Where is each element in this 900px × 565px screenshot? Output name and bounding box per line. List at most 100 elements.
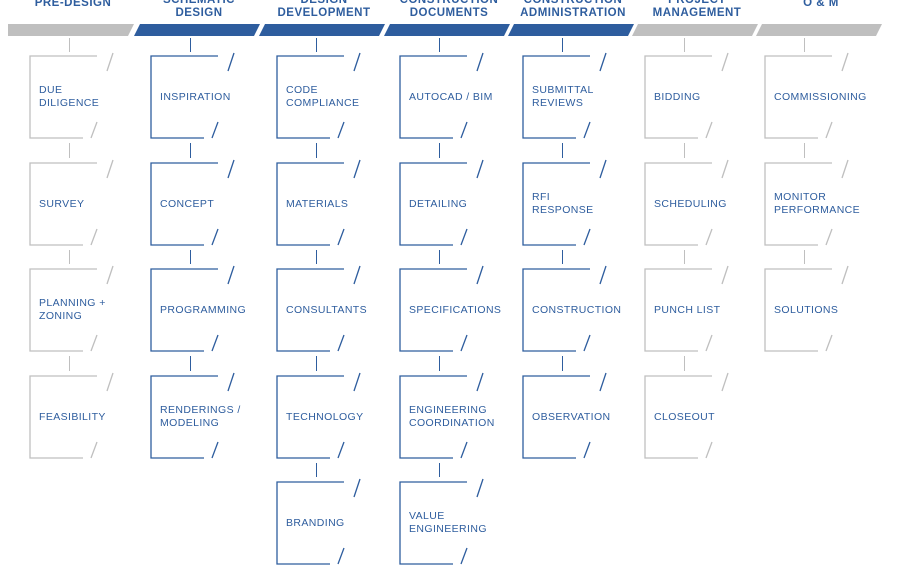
- task-label-line: BRANDING: [286, 516, 345, 529]
- connector-line: [562, 38, 564, 52]
- connector-line: [684, 356, 686, 371]
- task-label-line: SOLUTIONS: [774, 303, 839, 316]
- card-outline: [29, 372, 114, 459]
- phase-bar-segment-construction-documents: [384, 24, 510, 36]
- card-outline: [522, 52, 607, 139]
- connector-line: [316, 143, 318, 158]
- task-label: CONSTRUCTION: [532, 268, 621, 352]
- task-label-line: CODE: [286, 84, 318, 96]
- card-outline: [29, 159, 114, 246]
- card-outline: [399, 159, 484, 246]
- card-outline: [29, 265, 114, 352]
- task-label-line: ENGINEERING: [409, 523, 487, 535]
- connector-line: [69, 143, 71, 158]
- task-label-line: BIDDING: [654, 90, 701, 103]
- phase-bar-segment-schematic-design: [134, 24, 260, 36]
- task-card: SOLUTIONS: [764, 265, 860, 352]
- task-label: INSPIRATION: [160, 55, 246, 139]
- phase-title-line: SCHEMATIC: [162, 0, 235, 6]
- connector-line: [804, 143, 806, 158]
- task-label: PROGRAMMING: [160, 268, 246, 352]
- task-label: SPECIFICATIONS: [409, 268, 501, 352]
- task-label: CONCEPT: [160, 162, 246, 246]
- task-label-line: RESPONSE: [532, 204, 594, 216]
- connector-line: [69, 356, 71, 371]
- connector-line: [439, 250, 441, 264]
- task-label-line: CONSULTANTS: [286, 303, 368, 316]
- phase-title-line: DOCUMENTS: [409, 7, 489, 19]
- task-label: SOLUTIONS: [774, 268, 860, 352]
- task-card: CONCEPT: [150, 159, 246, 246]
- phase-title-line: DESIGN: [175, 7, 223, 19]
- task-label-line: REVIEWS: [532, 97, 584, 109]
- phase-bar-segment-pre-design: [8, 24, 134, 36]
- task-label: TECHNOLOGY: [286, 375, 372, 459]
- task-label-line: PLANNING +: [39, 297, 106, 309]
- task-card: PROGRAMMING: [150, 265, 246, 352]
- task-label-line: SPECIFICATIONS: [409, 303, 502, 316]
- card-outline: [522, 372, 607, 459]
- card-outline: [644, 52, 729, 139]
- card-outline: [522, 265, 607, 352]
- card-outline: [276, 52, 361, 139]
- card-outline: [150, 52, 235, 139]
- task-card: MATERIALS: [276, 159, 372, 246]
- card-outline: [276, 159, 361, 246]
- connector-line: [316, 38, 318, 52]
- card-outline: [399, 265, 484, 352]
- task-card: CLOSEOUT: [644, 372, 740, 459]
- card-outline: [764, 52, 849, 139]
- task-label-line: TECHNOLOGY: [286, 410, 364, 423]
- task-label-line: ZONING: [39, 310, 83, 322]
- connector-line: [316, 250, 318, 264]
- phase-title-line: MANAGEMENT: [652, 7, 742, 19]
- connector-line: [562, 356, 564, 371]
- task-label: AUTOCAD / BIM: [409, 55, 495, 139]
- task-label: CLOSEOUT: [654, 375, 740, 459]
- task-card: SURVEY: [29, 159, 125, 246]
- connector-line: [439, 143, 441, 158]
- connector-line: [439, 38, 441, 52]
- task-label-line: OBSERVATION: [532, 410, 611, 423]
- task-label-line: FEASIBILITY: [39, 410, 106, 423]
- connector-line: [684, 38, 686, 52]
- connector-line: [316, 356, 318, 371]
- task-label-line: SURVEY: [39, 197, 85, 210]
- task-label: OBSERVATION: [532, 375, 618, 459]
- task-label-line: COMPLIANCE: [286, 97, 360, 109]
- task-label: PLANNING +ZONING: [39, 268, 125, 352]
- card-outline: [29, 52, 114, 139]
- connector-line: [562, 143, 564, 158]
- task-label-line: COORDINATION: [409, 417, 495, 429]
- task-label: SCHEDULING: [654, 162, 740, 246]
- card-outline: [644, 159, 729, 246]
- task-card: RENDERINGS /MODELING: [150, 372, 246, 459]
- task-label: FEASIBILITY: [39, 375, 125, 459]
- phase-title-line: PROJECT: [668, 0, 726, 6]
- task-label-line: CONCEPT: [160, 197, 215, 210]
- task-card: BIDDING: [644, 52, 740, 139]
- connector-line: [190, 143, 192, 158]
- card-outline: [399, 52, 484, 139]
- task-label-line: PROGRAMMING: [160, 303, 247, 316]
- card-outline: [522, 159, 607, 246]
- connector-line: [190, 250, 192, 264]
- task-card: COMMISSIONING: [764, 52, 866, 139]
- task-label-line: VALUE: [409, 510, 445, 522]
- connector-line: [684, 250, 686, 264]
- task-card: SPECIFICATIONS: [399, 265, 501, 352]
- phase-bar-segment-o-and-m: [756, 24, 882, 36]
- task-label-line: RENDERINGS /: [160, 404, 241, 416]
- task-card: FEASIBILITY: [29, 372, 125, 459]
- card-outline: [764, 265, 849, 352]
- task-label: BRANDING: [286, 481, 372, 565]
- task-card: DUE DILIGENCE: [29, 52, 125, 139]
